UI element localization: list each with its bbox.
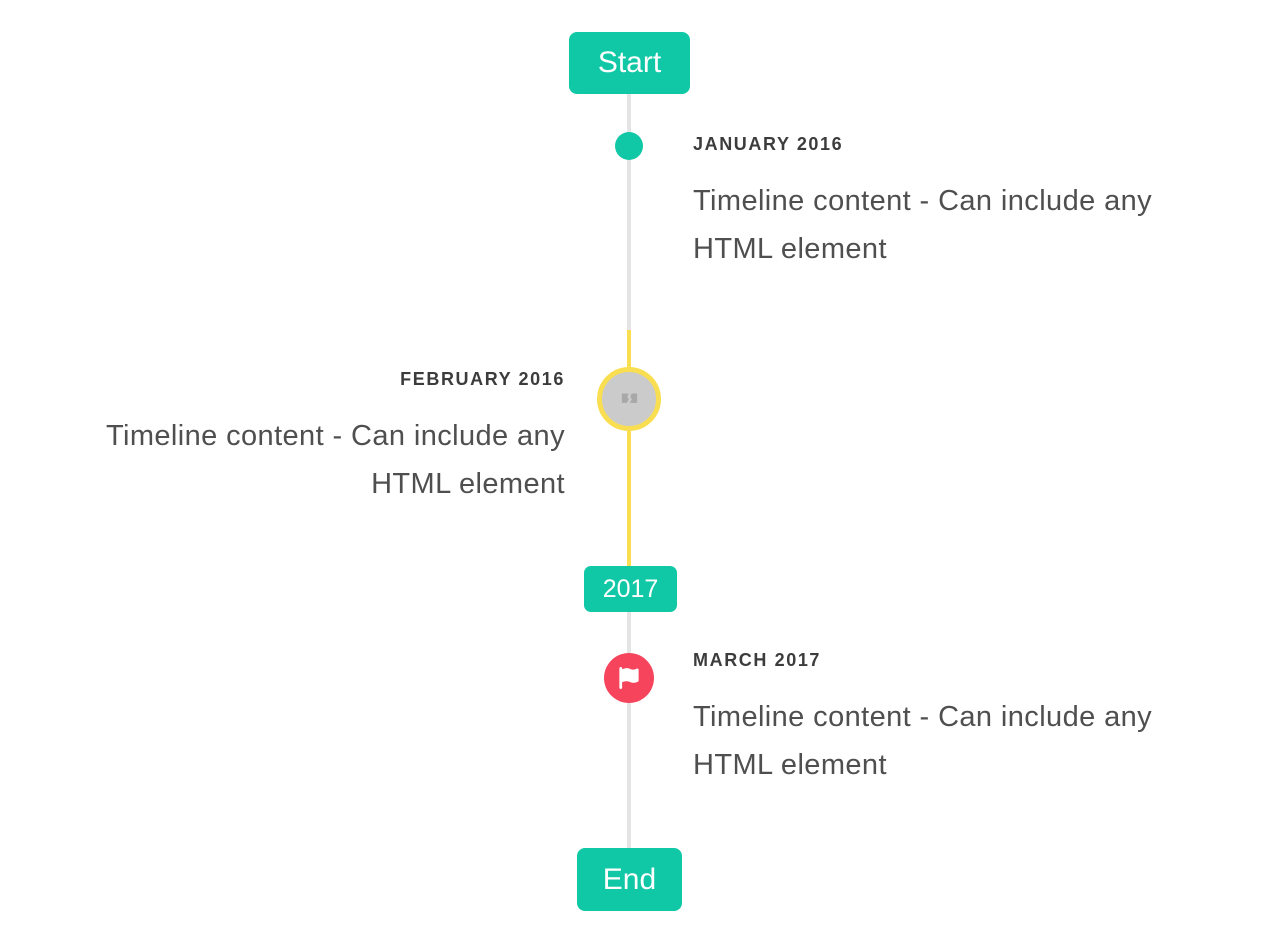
timeline-year-badge: 2017	[584, 566, 677, 612]
timeline-entry-february: FEBRUARY 2016 Timeline content - Can inc…	[35, 366, 565, 508]
timeline-start-badge: Start	[569, 32, 690, 94]
year-badge-label: 2017	[602, 574, 659, 603]
end-badge-label: End	[602, 862, 657, 896]
timeline-entry-january: JANUARY 2016 Timeline content - Can incl…	[693, 131, 1223, 273]
entry-content-march: Timeline content - Can include any HTML …	[693, 701, 1153, 781]
january-marker-dot	[615, 132, 643, 160]
entry-content-january: Timeline content - Can include any HTML …	[693, 185, 1153, 265]
timeline-entry-march: MARCH 2017 Timeline content - Can includ…	[693, 647, 1223, 789]
entry-content-february: Timeline content - Can include any HTML …	[105, 420, 565, 500]
timeline-end-badge: End	[577, 848, 682, 911]
timeline-line-highlight	[627, 330, 631, 567]
entry-title-march: MARCH 2017	[693, 650, 822, 670]
entry-title-february: FEBRUARY 2016	[400, 369, 565, 389]
broken-image-icon	[619, 391, 640, 408]
february-marker-image-circle	[597, 367, 661, 431]
flag-icon	[618, 667, 640, 689]
march-marker-flag-circle	[604, 653, 654, 703]
entry-title-january: JANUARY 2016	[693, 134, 844, 154]
start-badge-label: Start	[597, 46, 662, 79]
